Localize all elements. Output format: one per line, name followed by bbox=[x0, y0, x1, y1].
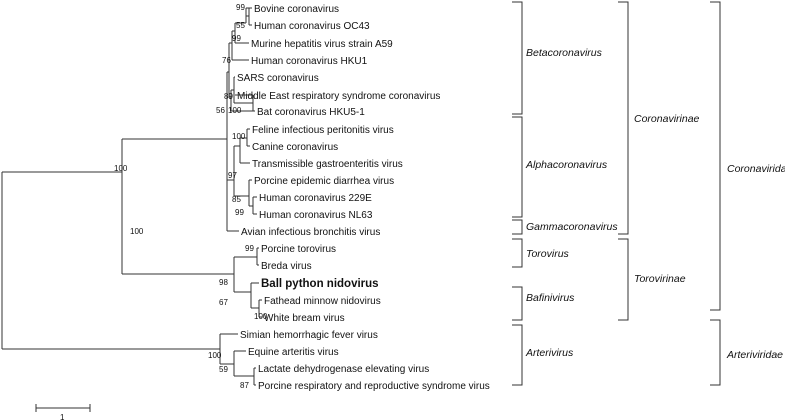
subfamily-label-coronavirinae: Coronavirinae bbox=[634, 113, 700, 125]
bootstrap-value: 100 bbox=[114, 164, 128, 173]
leaf-canine-coronavirus: Canine coronavirus bbox=[252, 142, 338, 153]
bootstrap-value: 99 bbox=[235, 208, 244, 217]
leaf-human-coronavirus-229e: Human coronavirus 229E bbox=[259, 193, 372, 204]
alphacoronavirus-bracket bbox=[512, 116, 523, 218]
leaf-human-coronavirus-oc43: Human coronavirus OC43 bbox=[254, 21, 370, 32]
leaf-fathead-minnow-nidovirus: Fathead minnow nidovirus bbox=[264, 296, 381, 307]
scale-bar-label: 1 bbox=[60, 413, 65, 420]
bootstrap-value: 100 bbox=[228, 106, 242, 115]
bootstrap-value: 100 bbox=[208, 351, 222, 360]
bootstrap-value: 59 bbox=[219, 365, 228, 374]
bootstrap-value: 76 bbox=[222, 56, 231, 65]
leaf-ball-python-nidovirus: Ball python nidovirus bbox=[261, 278, 379, 290]
leaf-avian-infectious-bronchitis-virus: Avian infectious bronchitis virus bbox=[241, 227, 380, 238]
leaf-equine-arteritis-virus: Equine arteritis virus bbox=[248, 347, 339, 358]
leaf-porcine-torovirus: Porcine torovirus bbox=[261, 244, 336, 255]
leaf-white-bream-virus: White bream virus bbox=[264, 313, 345, 324]
bootstrap-value: 98 bbox=[219, 278, 228, 287]
leaf-sars-coronavirus: SARS coronavirus bbox=[237, 73, 319, 84]
gammacoronavirus-bracket bbox=[512, 219, 523, 235]
bootstrap-value: 99 bbox=[245, 244, 254, 253]
torovirinae-bracket bbox=[618, 238, 629, 321]
leaf-human-coronavirus-nl63: Human coronavirus NL63 bbox=[259, 210, 373, 221]
leaf-porcine-epidemic-diarrhea-virus: Porcine epidemic diarrhea virus bbox=[254, 176, 394, 187]
leaf-transmissible-gastroenteritis-virus: Transmissible gastroenteritis virus bbox=[252, 159, 403, 170]
bootstrap-value: 100 bbox=[232, 132, 246, 141]
bootstrap-value: 87 bbox=[240, 381, 249, 390]
bootstrap-value: 97 bbox=[228, 171, 237, 180]
arteriviridae-bracket bbox=[710, 319, 721, 386]
family-label-arteriviridae: Arteriviridae bbox=[726, 349, 783, 361]
family-label-coronaviridae: Coronaviridae bbox=[727, 163, 785, 175]
leaf-lactate-dehydrogenase-elevating-virus: Lactate dehydrogenase elevating virus bbox=[258, 364, 429, 375]
genus-label-torovirus: Torovirus bbox=[526, 248, 570, 260]
leaf-simian-hemorrhagic-fever-virus: Simian hemorrhagic fever virus bbox=[240, 330, 378, 341]
leaf-murine-hepatitis-virus: Murine hepatitis virus strain A59 bbox=[251, 39, 393, 50]
bootstrap-value: 55 bbox=[236, 21, 245, 30]
subfamily-label-torovirinae: Torovirinae bbox=[634, 273, 686, 285]
bootstrap-value: 99 bbox=[236, 3, 245, 12]
bootstrap-value: 85 bbox=[232, 195, 241, 204]
leaf-bovine-coronavirus: Bovine coronavirus bbox=[254, 4, 339, 15]
leaf-feline-infectious-peritonitis-virus: Feline infectious peritonitis virus bbox=[252, 125, 394, 136]
torovirus-bracket bbox=[512, 238, 523, 268]
bootstrap-value: 56 bbox=[216, 106, 225, 115]
arterivirus-bracket bbox=[512, 324, 523, 386]
genus-label-alphacoronavirus: Alphacoronavirus bbox=[525, 159, 608, 171]
bootstrap-value: 67 bbox=[219, 298, 228, 307]
bootstrap-value: 100 bbox=[130, 227, 144, 236]
betacoronavirus-bracket bbox=[512, 1, 523, 115]
leaf-prrs-virus: Porcine respiratory and reproductive syn… bbox=[258, 381, 490, 392]
bootstrap-value: 100 bbox=[254, 312, 268, 321]
genus-label-betacoronavirus: Betacoronavirus bbox=[526, 47, 603, 59]
leaf-mers-coronavirus: Middle East respiratory syndrome coronav… bbox=[237, 91, 440, 102]
leaf-bat-coronavirus-hku5: Bat coronavirus HKU5-1 bbox=[257, 107, 365, 118]
bootstrap-value: 99 bbox=[232, 34, 241, 43]
genus-label-bafinivirus: Bafinivirus bbox=[526, 292, 575, 304]
scale-bar bbox=[35, 404, 91, 412]
coronaviridae-bracket bbox=[710, 1, 721, 311]
leaf-human-coronavirus-hku1: Human coronavirus HKU1 bbox=[251, 56, 368, 67]
leaf-breda-virus: Breda virus bbox=[261, 261, 312, 272]
genus-label-arterivirus: Arterivirus bbox=[525, 347, 574, 359]
coronavirinae-bracket bbox=[618, 1, 629, 235]
bafinivirus-bracket bbox=[512, 286, 523, 321]
genus-label-gammacoronavirus: Gammacoronavirus bbox=[526, 221, 618, 233]
bootstrap-value: 89 bbox=[224, 92, 233, 101]
